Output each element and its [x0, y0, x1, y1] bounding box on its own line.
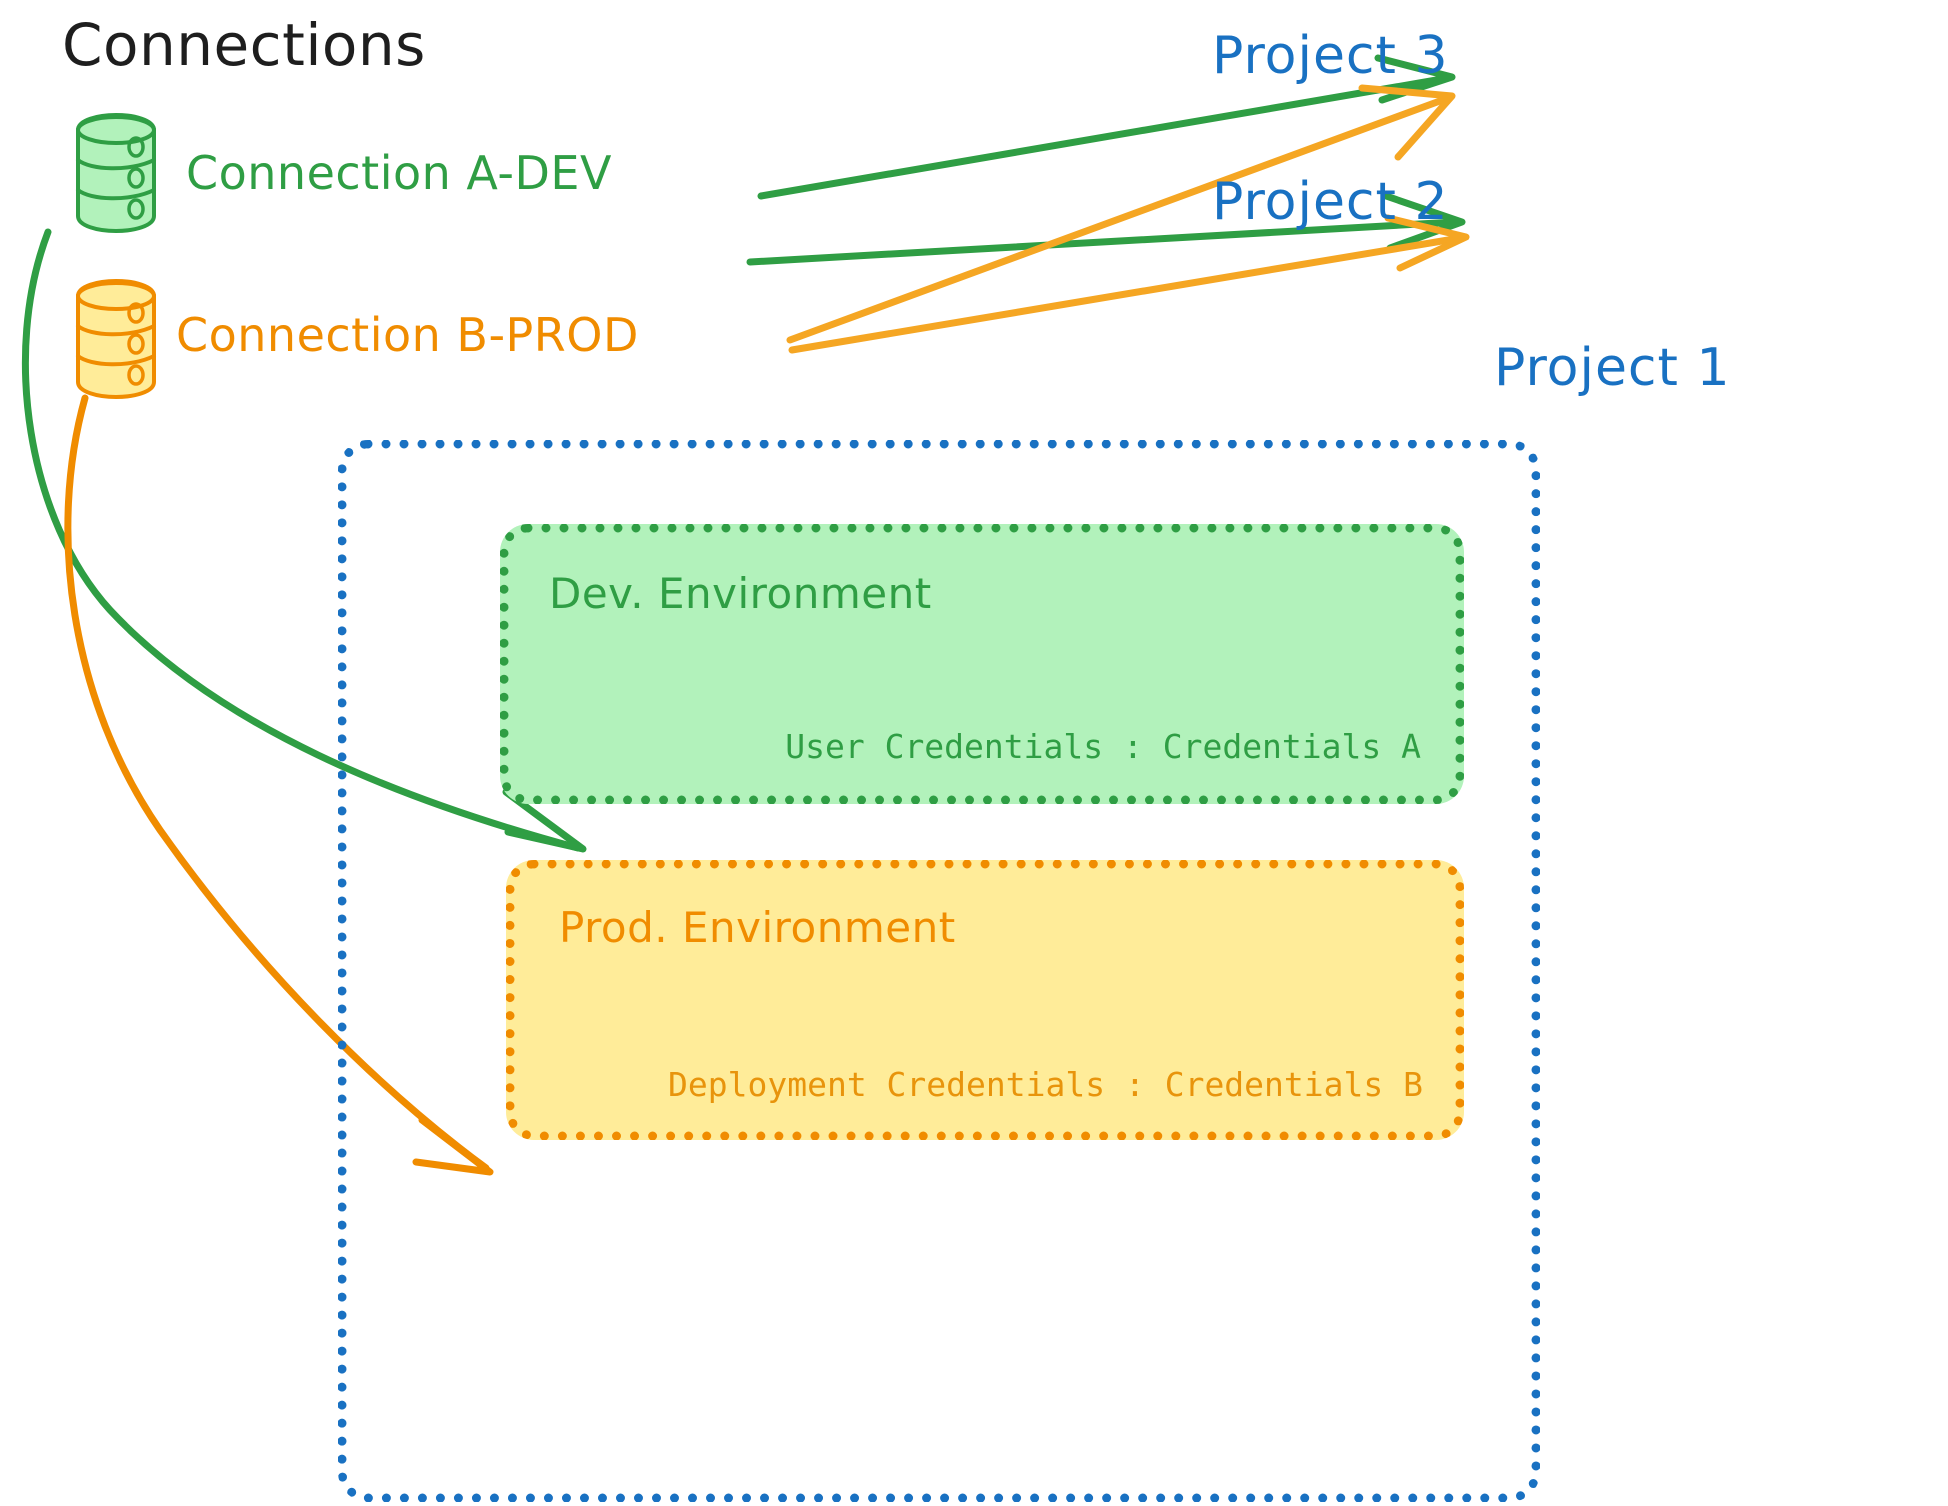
project-3-label: Project 3	[1212, 26, 1449, 86]
prod-environment-box: Prod. Environment Deployment Credentials…	[506, 860, 1464, 1140]
dev-environment-credentials: User Credentials : Credentials A	[785, 727, 1421, 767]
dev-environment-title: Dev. Environment	[549, 569, 932, 618]
database-cylinder-icon-connection-a	[68, 112, 164, 239]
project-2-label: Project 2	[1212, 172, 1449, 232]
project-1-label: Project 1	[1494, 338, 1731, 398]
dev-environment-box: Dev. Environment User Credentials : Cred…	[500, 524, 1464, 804]
page-title: Connections	[62, 11, 426, 79]
arrow-conn-b-to-project-2	[788, 214, 1470, 354]
connection-a-label: Connection A-DEV	[186, 146, 612, 200]
prod-environment-credentials: Deployment Credentials : Credentials B	[668, 1065, 1423, 1105]
project-1-container	[338, 440, 1540, 1502]
connection-b-label: Connection B-PROD	[176, 308, 639, 362]
prod-environment-title: Prod. Environment	[559, 903, 956, 952]
database-cylinder-icon-connection-b	[68, 278, 164, 405]
